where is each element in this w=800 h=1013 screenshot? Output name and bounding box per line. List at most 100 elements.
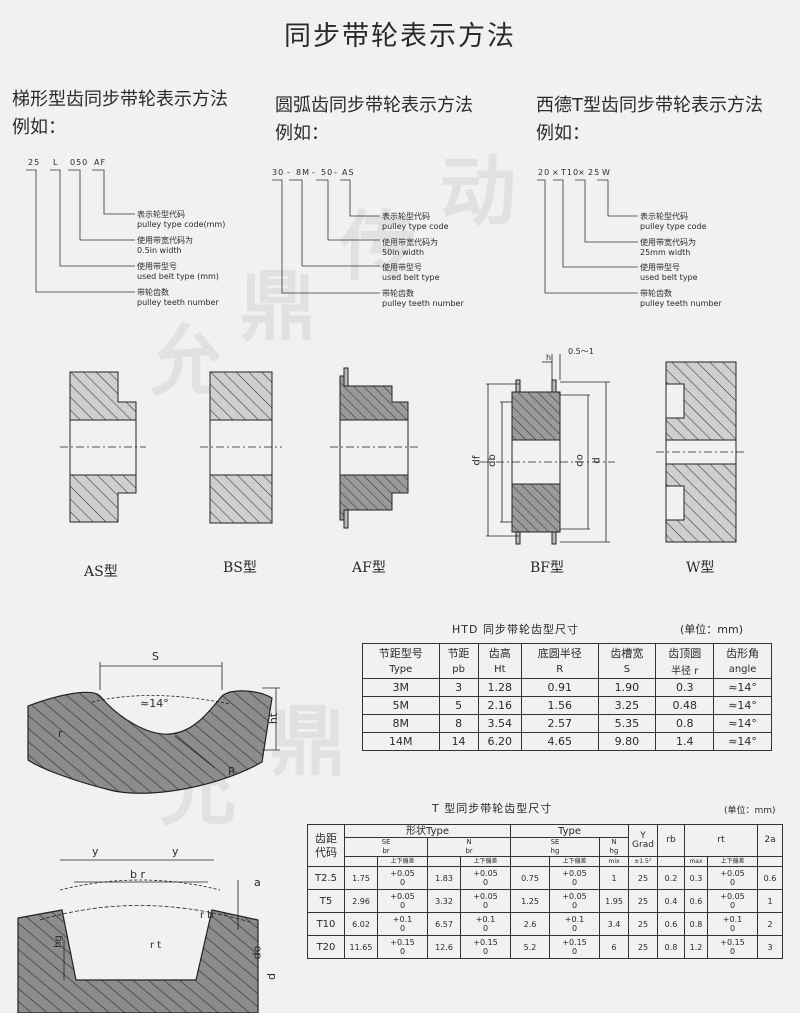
cell: ≈14° (713, 732, 772, 751)
code-leader-lines (26, 169, 638, 294)
code-part: × (578, 168, 586, 177)
cell: 0.6 (757, 866, 783, 890)
cell: 3 (438, 678, 479, 697)
tolerance-value: +0.1 (564, 915, 585, 924)
tolerance-value: 0 (729, 901, 736, 910)
watermark-char: 动 (440, 147, 516, 236)
pulley-type-label: W型 (686, 560, 715, 576)
cell: 6.02 (344, 912, 378, 936)
dim-y: y (172, 845, 179, 858)
cell: 2 (757, 912, 783, 936)
code-part: AS (342, 168, 355, 177)
cell: 3.32 (427, 889, 461, 913)
pulley-type-label: AF型 (352, 560, 386, 576)
code-part: AF (94, 158, 107, 167)
tolerance-value: 0 (729, 924, 736, 933)
section-heading-trapezoid: 梯形型齿同步带轮表示方法 例如： (12, 86, 228, 142)
cell: 8 (438, 714, 479, 733)
cell: 3M (362, 678, 440, 697)
dim-s: S (152, 650, 159, 663)
cell: ≈14° (713, 714, 772, 733)
htd-tooth-profile (27, 662, 280, 794)
t-table-unit: (单位：mm) (724, 806, 776, 816)
tolerance-value: 0 (571, 878, 578, 887)
cell: 14 (438, 732, 479, 751)
subheader: 上下偏差 (549, 856, 600, 867)
subheader: max (684, 856, 708, 867)
example-label: 例如： (12, 117, 66, 138)
cell: 0.6 (657, 912, 685, 936)
label-cn: 带轮齿数 (382, 289, 414, 298)
heading-text: 梯形型齿同步带轮表示方法 (12, 89, 228, 110)
example-label: 例如： (536, 123, 590, 144)
cell: 4.65 (520, 732, 599, 751)
header-rb: rb (657, 824, 685, 857)
tolerance-value: 0 (482, 947, 489, 956)
tolerance-value: 0 (482, 878, 489, 887)
code-part: 25 (588, 168, 601, 177)
dim-a: a (254, 876, 261, 889)
dim-hg: hg (52, 935, 64, 948)
tolerance-value: +0.15 (390, 938, 415, 947)
header-text: Grad (632, 839, 654, 850)
header-2a: 2a (757, 824, 783, 857)
dim-do: do (250, 945, 264, 960)
label-cn: 表示轮型代码 (640, 212, 688, 221)
watermark-char: 传 (340, 202, 416, 291)
cell: 1.2 (684, 935, 708, 959)
header-shape: 形状Type (344, 824, 511, 838)
cell: ≈14° (713, 678, 772, 697)
cell: 0.91 (520, 678, 599, 697)
cell: 6 (599, 935, 629, 959)
subheader (344, 856, 378, 867)
tolerance-value: 0 (571, 901, 578, 910)
label-cn: 使用带型号 (640, 263, 680, 272)
cell: 5 (438, 696, 479, 715)
tolerance-value: +0.15 (562, 938, 587, 947)
tolerance-value: +0.15 (473, 938, 498, 947)
subheader: 上下偏差 (377, 856, 428, 867)
code-part: - (334, 168, 338, 177)
subheader (757, 856, 783, 867)
tolerance-value: +0.1 (392, 915, 413, 924)
header-cell: 齿槽宽 (597, 643, 657, 661)
dim-r: r (58, 727, 63, 740)
dim-y: y (92, 845, 99, 858)
pulley-type-label: AS型 (84, 564, 118, 580)
watermark-char: 鼎 (240, 262, 316, 351)
header-cell: pb (438, 661, 479, 679)
label-en: 0.5in width (137, 246, 182, 255)
tolerance-value: 0 (571, 947, 578, 956)
cell: 0.75 (510, 866, 550, 890)
tolerance-value: +0.05 (562, 869, 587, 878)
cell: 5M (362, 696, 440, 715)
code-part: 50 (321, 168, 334, 177)
label-cn: 表示轮型代码 (137, 210, 185, 219)
cell: T5 (307, 889, 345, 913)
cell: 2.6 (510, 912, 550, 936)
tolerance-value: 0 (399, 878, 406, 887)
pulley-type-label: BF型 (530, 560, 565, 576)
cell: 0.48 (655, 696, 715, 715)
htd-table-caption: HTD 同步带轮齿型尺寸 (452, 623, 579, 636)
cell: ≈14° (713, 696, 772, 715)
watermark-char: 鼎 (270, 697, 346, 786)
label-en: pulley type code(mm) (137, 220, 226, 229)
subheader: 上下偏差 (460, 856, 511, 867)
